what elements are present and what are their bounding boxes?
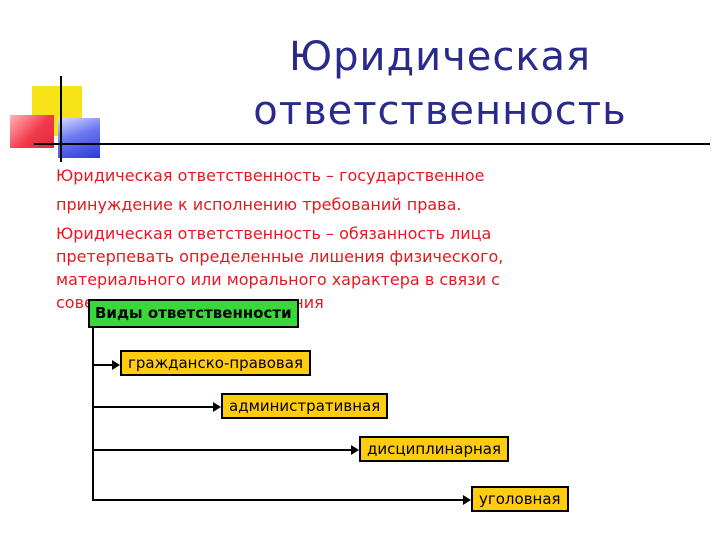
connector-arrow bbox=[92, 499, 464, 501]
definition-2-line: претерпевать определенные лишения физиче… bbox=[56, 245, 676, 268]
definition-2-line: Юридическая ответственность – обязанност… bbox=[56, 222, 676, 245]
slide-title-line-2: ответственность bbox=[150, 84, 720, 138]
connector-arrow bbox=[92, 449, 352, 451]
type-box-administrative: административная bbox=[221, 393, 388, 419]
decor-vertical-line bbox=[60, 76, 62, 162]
type-box-disciplinary: дисциплинарная bbox=[359, 436, 509, 462]
slide-title: Юридическая ответственность bbox=[150, 30, 720, 138]
definition-1: Юридическая ответственность – государств… bbox=[56, 164, 676, 216]
type-box-civil: гражданско-правовая bbox=[120, 350, 311, 376]
types-heading-box: Виды ответственности bbox=[88, 299, 299, 328]
type-box-criminal: уголовная bbox=[471, 486, 569, 512]
definition-1-line: принуждение к исполнению требований прав… bbox=[56, 193, 676, 216]
definition-1-line: Юридическая ответственность – государств… bbox=[56, 164, 676, 187]
connector-arrow bbox=[92, 364, 113, 366]
decor-horizontal-line bbox=[34, 143, 710, 145]
decor-blue-square bbox=[58, 118, 100, 158]
connector-arrow bbox=[92, 406, 214, 408]
connector-trunk bbox=[92, 328, 94, 500]
slide-title-line-1: Юридическая bbox=[150, 30, 720, 84]
definition-2-line: материального или морального характера в… bbox=[56, 268, 676, 291]
